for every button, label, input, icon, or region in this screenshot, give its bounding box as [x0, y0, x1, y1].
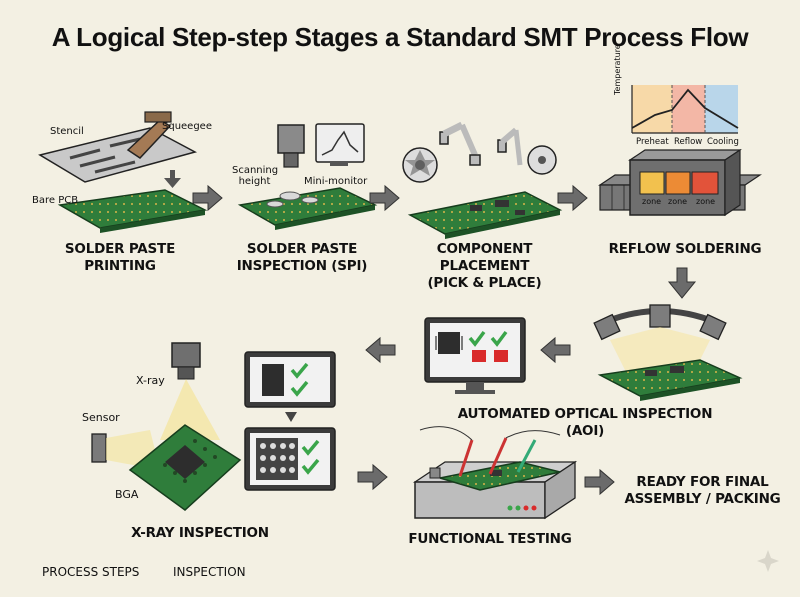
mini-monitor-screen [315, 123, 365, 163]
oven-zone-3 [691, 171, 719, 195]
down-arrow-icon [164, 170, 181, 188]
xray-beam [160, 379, 220, 440]
xray-screens-illustration [244, 351, 336, 491]
chip-icon [262, 364, 284, 396]
aoi-monitor-illustration [424, 317, 526, 394]
defect-marker-icon [494, 350, 508, 362]
oven-zone-1 [639, 171, 665, 195]
check-icon [290, 380, 309, 397]
step-label-aoi: AUTOMATED OPTICAL INSPECTION (AOI) [457, 406, 713, 439]
down-arrow-icon [285, 412, 297, 422]
pick-and-place-illustration [402, 121, 563, 239]
aoi-camera-right [699, 313, 727, 341]
aoi-camera-center [649, 304, 671, 328]
oven-zone-2 [665, 171, 691, 195]
flow-arrow-left-icon [365, 336, 396, 364]
page-title: A Logical Step-step Stages a Standard SM… [51, 22, 749, 52]
defect-marker-icon [472, 350, 486, 362]
test-probe [458, 439, 474, 477]
bare-pcb-board [57, 189, 208, 229]
xray-sensor [91, 433, 107, 463]
bga-die [165, 445, 205, 479]
step-label-placement: COMPONENT PLACEMENT (PICK & PLACE) [427, 241, 542, 291]
reflow-phase-label: Reflow [674, 137, 703, 147]
oven-zone-label: zone [668, 197, 688, 206]
bga-label: BGA [115, 488, 139, 501]
check-icon [490, 330, 508, 347]
aoi-camera-left [593, 313, 621, 341]
temperature-curve [631, 88, 739, 129]
check-icon [301, 439, 320, 456]
sensor-label: Sensor [82, 411, 120, 424]
cooling-label: Cooling [707, 137, 739, 147]
reflow-zone-band [672, 85, 705, 133]
pcb-edge [100, 210, 205, 233]
step-label-functional: FUNCTIONAL TESTING [408, 531, 572, 547]
functional-test-fixture-illustration [412, 426, 578, 520]
chip-icon [438, 332, 460, 354]
flow-arrow-right-icon [192, 184, 223, 212]
xray-inspection-illustration [91, 342, 242, 511]
preheat-zone-band [632, 85, 672, 133]
preheat-label: Preheat [636, 137, 669, 147]
bare-pcb-label: Bare PCB [32, 195, 79, 206]
squeegee-blade [126, 119, 172, 159]
step-label-xray: X-RAY INSPECTION [131, 525, 269, 541]
oven-zone-label: zone [642, 197, 662, 206]
step-label-solder-paste-printing: SOLDER PASTE PRINTING [64, 241, 176, 274]
reflow-temperature-profile-chart [631, 85, 739, 134]
flow-arrow-left-icon [540, 336, 571, 364]
test-probe [516, 439, 537, 473]
legend-inspection: INSPECTION [173, 565, 246, 579]
reflow-oven-illustration [598, 148, 762, 217]
spi-machine-illustration [237, 123, 378, 230]
step-label-spi: SOLDER PASTE INSPECTION (SPI) [236, 241, 368, 274]
stencil-label: Stencil [50, 126, 84, 137]
scanner-camera-head [277, 124, 305, 154]
legend-process-steps: PROCESS STEPS [42, 565, 140, 579]
flow-arrow-down-icon [667, 267, 697, 299]
aoi-machine-illustration [593, 304, 743, 401]
sparkle-icon [757, 550, 779, 572]
check-icon [468, 330, 486, 347]
flow-arrow-right-icon [584, 468, 615, 496]
xray-source [171, 342, 201, 368]
step-label-final: READY FOR FINAL ASSEMBLY / PACKING [624, 474, 781, 507]
check-icon [301, 458, 320, 475]
flow-arrow-right-icon [369, 184, 400, 212]
step-label-reflow: REFLOW SOLDERING [608, 241, 762, 257]
scanning-height-label: Scanning height [232, 165, 279, 187]
flow-arrow-right-icon [357, 463, 388, 491]
temperature-axis-label: Temperature [613, 44, 622, 95]
xray-source-label: X-ray [136, 374, 165, 387]
squeegee-handle [144, 111, 172, 123]
oven-zone-label: zone [696, 197, 716, 206]
solder-paste-printer-illustration [38, 111, 208, 233]
test-probe [488, 437, 508, 475]
flow-arrow-right-icon [557, 184, 588, 212]
mini-monitor-label: Mini-monitor [304, 176, 368, 187]
squeegee-label: Squeegee [162, 121, 212, 132]
check-icon [290, 362, 309, 379]
